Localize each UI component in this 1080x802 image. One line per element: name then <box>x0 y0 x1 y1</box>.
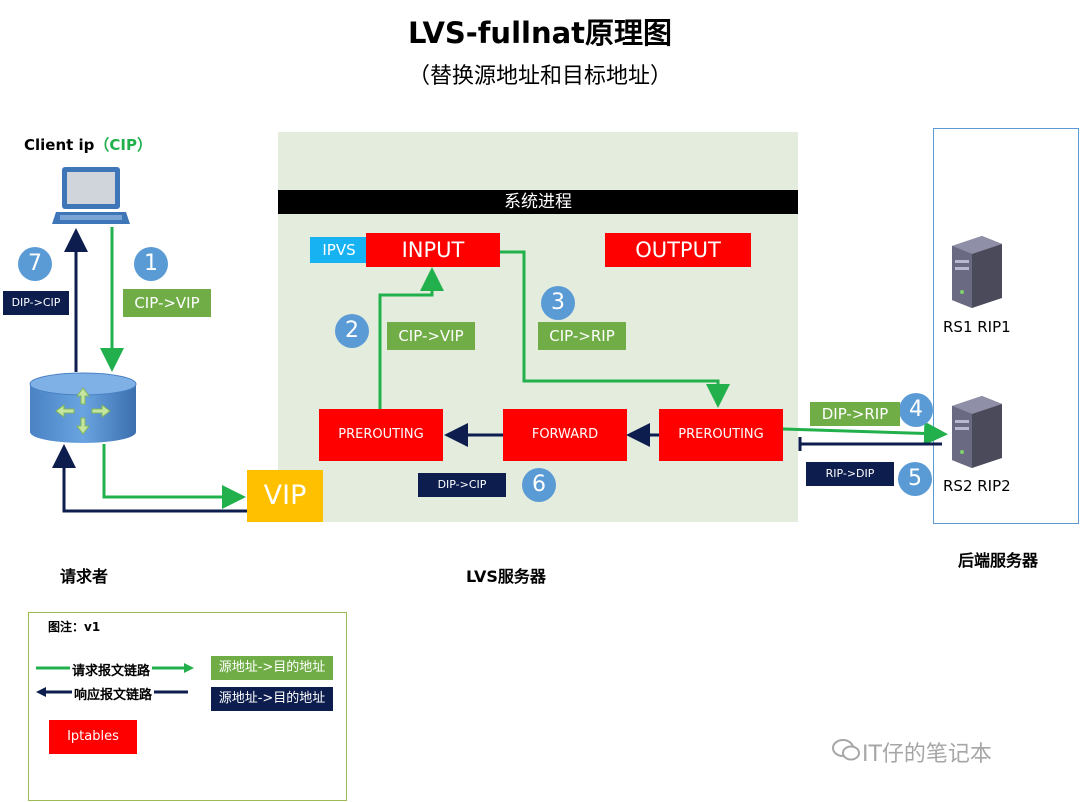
legend-box <box>28 612 347 801</box>
label-dip-rip: DIP->RIP <box>810 402 900 426</box>
input-chain-box: INPUT <box>366 233 500 267</box>
ipvs-box: IPVS <box>310 237 368 263</box>
legend-iptables: Iptables <box>49 720 137 754</box>
step-2-badge: 2 <box>335 314 369 348</box>
diagram-title: LVS-fullnat原理图 <box>407 16 673 50</box>
forward-chain-box: FORWARD <box>503 409 627 461</box>
step-1-badge: 1 <box>134 247 168 281</box>
legend-response-chain: 响应报文链路 <box>72 684 155 703</box>
router-icon <box>29 372 137 443</box>
step-4-badge: 4 <box>899 393 933 427</box>
step-3-badge: 3 <box>541 286 575 320</box>
lvs-server-label: LVS服务器 <box>466 567 546 586</box>
output-chain-box: OUTPUT <box>605 233 751 267</box>
rs2-label: RS2 RIP2 <box>943 477 1011 495</box>
legend-navy-sample: 源地址->目的地址 <box>211 687 333 711</box>
server-rs1-icon <box>952 236 1002 308</box>
legend-title: 图注：v1 <box>48 620 101 634</box>
server-rs2-icon <box>952 396 1002 468</box>
wechat-icon <box>832 739 860 761</box>
system-process-bar: 系统进程 <box>278 190 798 214</box>
backend-server-area <box>933 128 1079 524</box>
requester-label: 请求者 <box>60 567 109 586</box>
label-cip-vip-2: CIP->VIP <box>387 322 475 350</box>
label-cip-rip: CIP->RIP <box>538 322 626 350</box>
step-7-badge: 7 <box>18 247 52 281</box>
client-label: Client ip（CIP） <box>24 134 152 155</box>
backend-server-label: 后端服务器 <box>958 551 1039 570</box>
legend-request-chain: 请求报文链路 <box>70 660 153 679</box>
step-6-badge: 6 <box>522 468 556 502</box>
label-cip-vip-1: CIP->VIP <box>123 289 211 317</box>
legend-green-sample: 源地址->目的地址 <box>211 656 333 680</box>
label-dip-cip-7: DIP->CIP <box>3 291 69 315</box>
vip-box: VIP <box>247 470 323 522</box>
client-label-highlight: （CIP） <box>94 136 153 154</box>
client-label-text: Client ip <box>24 136 95 154</box>
laptop-icon <box>52 167 130 224</box>
watermark-text: IT仔的笔记本 <box>862 742 992 767</box>
prerouting-right-box: PREROUTING <box>659 409 783 461</box>
step-5-badge: 5 <box>898 462 932 496</box>
prerouting-left-box: PREROUTING <box>319 409 443 461</box>
label-rip-dip: RIP->DIP <box>806 462 894 486</box>
label-dip-cip-6: DIP->CIP <box>418 473 506 497</box>
diagram-subtitle: （替换源地址和目标地址） <box>407 64 672 89</box>
rs1-label: RS1 RIP1 <box>943 318 1011 336</box>
